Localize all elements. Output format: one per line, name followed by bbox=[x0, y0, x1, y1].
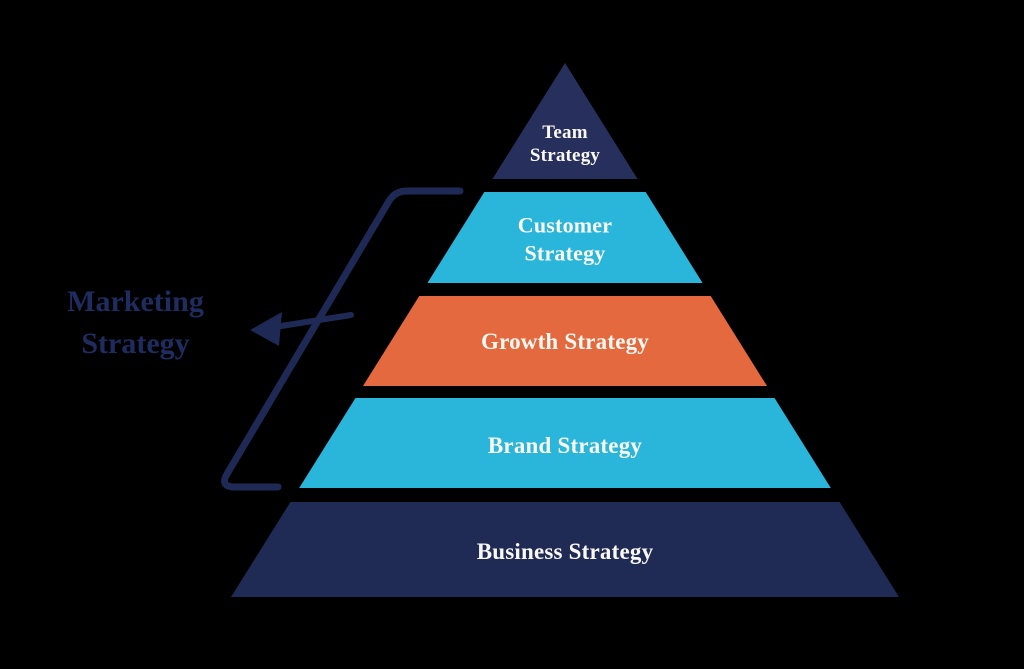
pyramid-level-growth-strategy bbox=[362, 296, 768, 386]
pyramid-bands bbox=[231, 63, 899, 597]
pyramid-level-customer-strategy bbox=[427, 192, 703, 283]
bracket-line bbox=[221, 187, 464, 491]
marketing-strategy-label: Marketing Strategy bbox=[67, 285, 204, 360]
pyramid-level-business-strategy bbox=[231, 502, 899, 597]
marketing-arrow-head-icon bbox=[250, 312, 282, 346]
pyramid-level-team-strategy bbox=[492, 63, 638, 179]
pyramid-level-brand-strategy bbox=[299, 398, 831, 488]
